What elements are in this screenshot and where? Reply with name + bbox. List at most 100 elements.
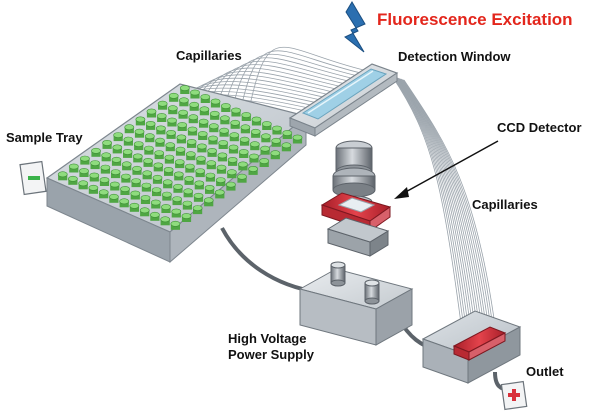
sample-well (209, 110, 220, 120)
sample-well (179, 85, 190, 94)
capillary (391, 75, 463, 332)
sample-well (122, 148, 133, 158)
capillary (402, 79, 495, 333)
label-sample-tray: Sample Tray (6, 130, 83, 145)
sample-well (259, 158, 270, 167)
sample-well (196, 155, 206, 165)
capillary (402, 79, 492, 333)
label-detection-window: Detection Window (398, 49, 511, 64)
capillary (240, 50, 368, 110)
sample-well (219, 115, 230, 125)
sample-well (143, 145, 154, 155)
sample-well (229, 132, 240, 142)
capillary-bundle (109, 46, 497, 334)
sample-well (151, 187, 162, 197)
sample-well (132, 153, 143, 163)
sample-tray (45, 83, 308, 264)
sample-well (167, 117, 177, 127)
sample-well (57, 171, 68, 181)
sample-well (178, 109, 188, 119)
capillary (398, 78, 483, 333)
sample-well (250, 128, 261, 138)
sample-well (292, 134, 303, 144)
sample-well (157, 100, 168, 110)
sample-well (175, 146, 186, 156)
sample-well (99, 177, 110, 186)
sample-well (197, 131, 208, 140)
sample-well (156, 113, 167, 122)
sample-well (152, 174, 163, 184)
sample-well (185, 151, 196, 161)
sample-well (208, 123, 219, 133)
sample-well (225, 181, 236, 191)
sample-well (248, 165, 258, 175)
sample-well (215, 177, 226, 187)
sample-well (134, 128, 145, 138)
terminal-right (364, 279, 380, 305)
capillary (392, 76, 465, 332)
capillary (403, 79, 497, 334)
sample-well (176, 134, 187, 144)
sample-well (130, 190, 141, 200)
sample-well (155, 125, 166, 135)
sample-well (219, 127, 229, 137)
sample-well (140, 195, 151, 204)
outlet-reservoir (421, 310, 522, 392)
cable-tray-to-supply (220, 227, 319, 294)
sample-well (231, 107, 241, 117)
sample-well (181, 213, 192, 222)
sample-well (150, 199, 161, 209)
ccd-detector-icon (320, 140, 392, 257)
sample-well (199, 106, 210, 116)
capillary (249, 46, 373, 106)
capillary (394, 76, 470, 332)
capillary (400, 78, 488, 333)
sample-well (119, 198, 130, 208)
sample-well (167, 105, 178, 115)
sample-well (220, 103, 231, 112)
sample-well (120, 186, 130, 195)
sample-well (79, 168, 89, 177)
sample-well (102, 139, 112, 149)
sample-well (183, 188, 194, 198)
sample-well (187, 126, 198, 136)
sample-well (123, 136, 134, 146)
sample-well (239, 136, 250, 146)
sample-well (109, 181, 120, 191)
sample-well (205, 172, 216, 182)
sample-well (101, 152, 112, 162)
sample-well (154, 150, 165, 160)
sample-well (204, 184, 215, 194)
capillary (395, 77, 474, 332)
sample-well (196, 143, 207, 153)
capillary (221, 57, 360, 119)
sample-well (155, 137, 165, 147)
label-high-voltage: High Voltage (228, 331, 307, 346)
sample-well (141, 182, 152, 192)
sample-well (80, 155, 90, 165)
ccd-pointer-arrow (394, 140, 499, 199)
sample-well (238, 149, 249, 158)
minus-electrode-icon (19, 160, 47, 196)
sample-well (194, 180, 205, 190)
sample-well (174, 159, 185, 169)
sample-well (271, 137, 282, 147)
sample-well (192, 205, 203, 215)
sample-well (135, 116, 146, 126)
sample-well (100, 164, 111, 174)
sample-well (91, 147, 101, 157)
sample-well (153, 162, 164, 172)
sample-well (218, 140, 229, 149)
sample-well (143, 157, 153, 167)
sample-well (237, 161, 248, 171)
capillary (230, 53, 364, 114)
sample-well (121, 161, 132, 171)
sample-well (206, 160, 217, 170)
sample-well (282, 130, 293, 139)
sample-well (203, 197, 214, 207)
sample-well (142, 170, 153, 180)
sample-well (131, 178, 141, 188)
lightning-bolt-icon (344, 1, 366, 53)
sample-well (133, 141, 144, 151)
label-ccd-detector: CCD Detector (497, 120, 582, 135)
